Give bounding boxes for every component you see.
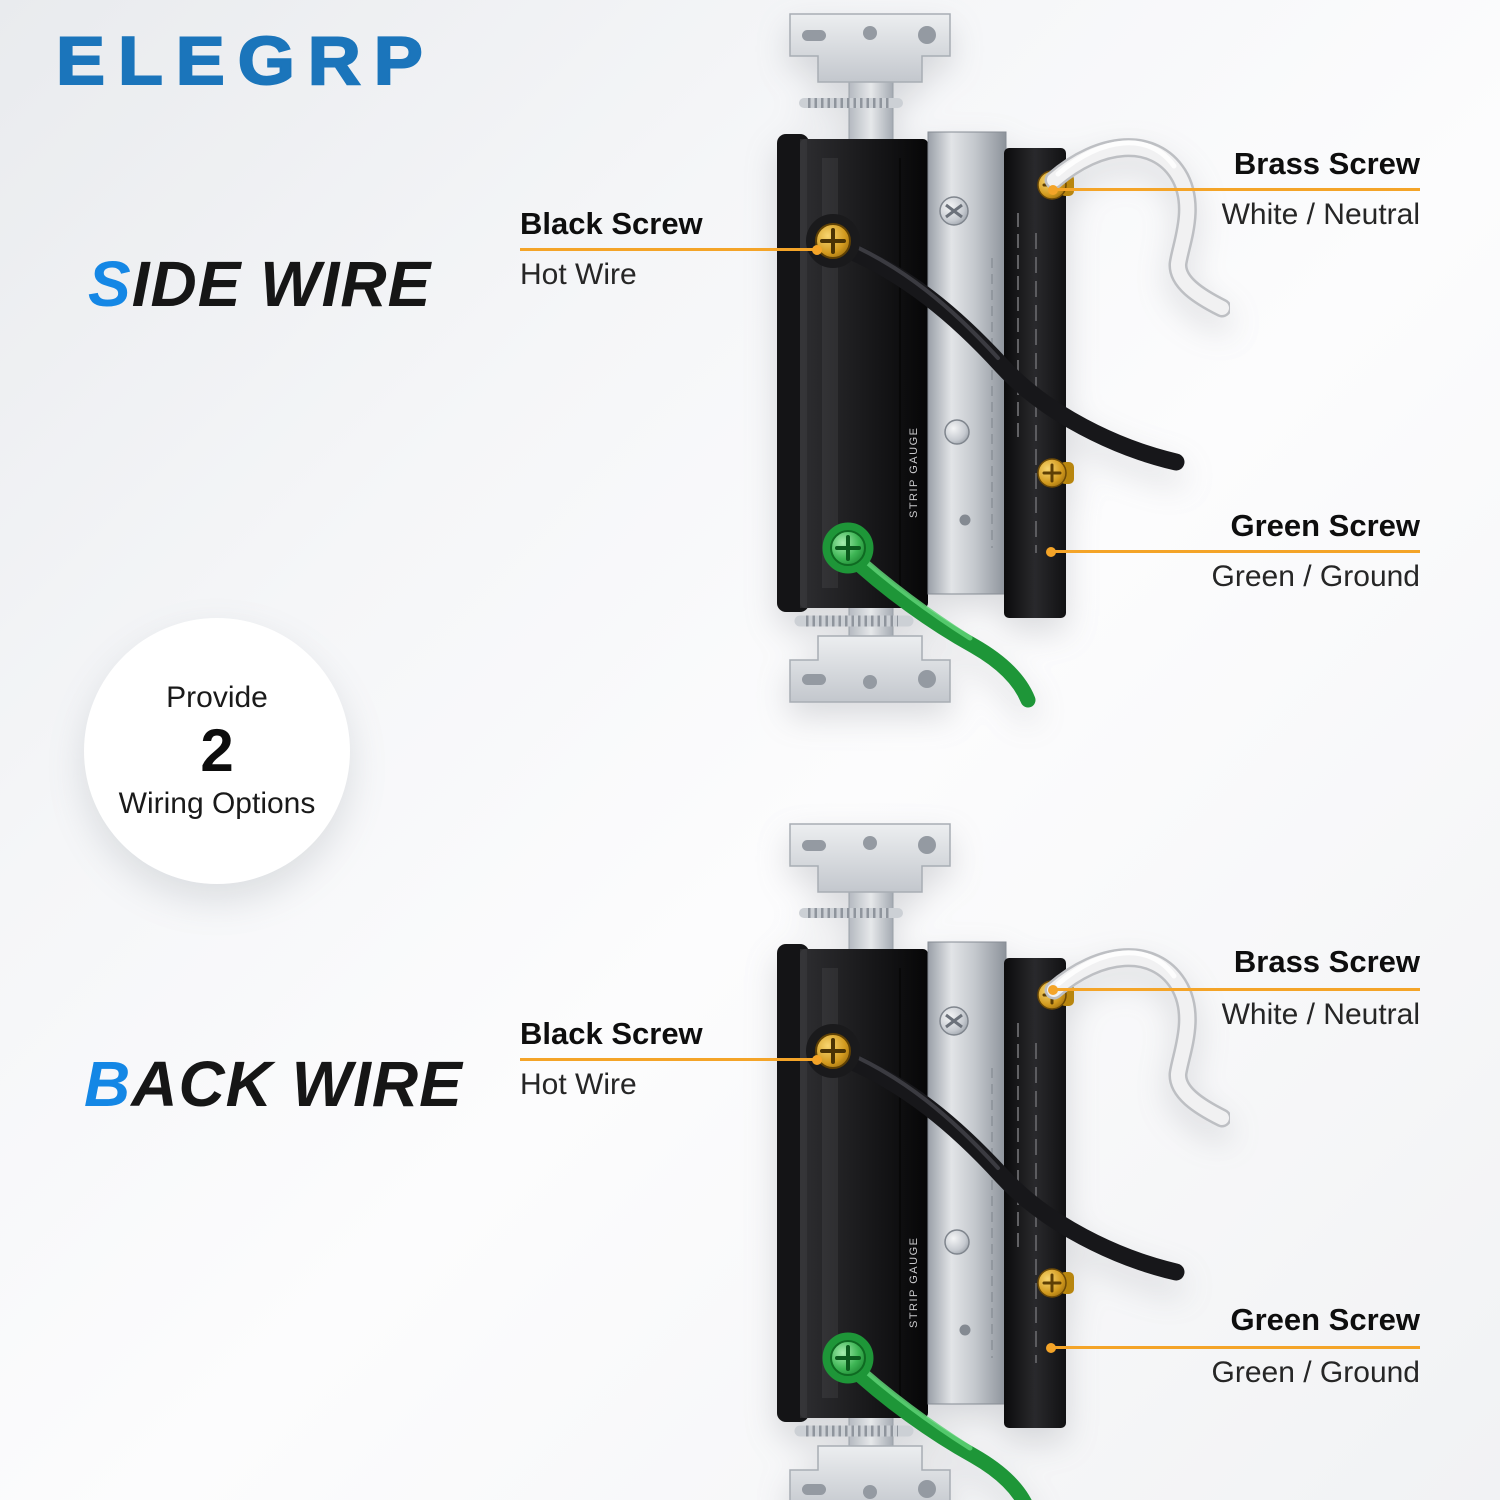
heading-rest: ACK WIRE: [131, 1048, 463, 1120]
callout-subtitle-brass-screw: White / Neutral: [1221, 998, 1420, 1031]
heading-lead-letter: B: [84, 1048, 132, 1120]
callout-line-brass-screw: [1048, 984, 1420, 995]
callout-title-green-screw: Green Screw: [1230, 508, 1420, 543]
brand-logo: ELEGRP: [55, 22, 436, 100]
callout-line-green-screw: [1046, 546, 1420, 557]
badge-number: 2: [200, 717, 234, 784]
callout-dot: [1046, 546, 1056, 557]
callout-title-black-screw: Black Screw: [520, 1016, 703, 1051]
callout-dot: [812, 1054, 822, 1065]
badge-line-wiring-options: Wiring Options: [118, 787, 316, 820]
callout-line-black-screw: [520, 1054, 822, 1065]
callout-line-black-screw: [520, 244, 822, 255]
callout-dot: [1046, 1342, 1056, 1353]
callout-title-brass-screw: Brass Screw: [1233, 146, 1420, 181]
callout-line-green-screw: [1046, 1342, 1420, 1353]
callout-subtitle-black-screw: Hot Wire: [520, 1068, 637, 1101]
callout-title-green-screw: Green Screw: [1230, 1302, 1420, 1337]
callout-subtitle-green-screw: Green / Ground: [1211, 560, 1420, 593]
callout-title-brass-screw: Brass Screw: [1233, 944, 1420, 979]
callout-dot: [1048, 984, 1058, 995]
callout-subtitle-brass-screw: White / Neutral: [1221, 198, 1420, 231]
heading-side-wire: SIDE WIRE: [88, 252, 431, 316]
heading-rest: IDE WIRE: [131, 248, 432, 320]
callout-line-brass-screw: [1048, 184, 1420, 195]
callout-title-black-screw: Black Screw: [520, 206, 703, 241]
switch-illustration-back-wire: [730, 818, 1230, 1500]
callout-dot: [1048, 184, 1058, 195]
heading-lead-letter: S: [88, 248, 132, 320]
badge-line-provide: Provide: [166, 681, 268, 714]
callout-dot: [812, 244, 822, 255]
wiring-options-badge: Provide 2 Wiring Options: [84, 618, 350, 884]
callout-subtitle-black-screw: Hot Wire: [520, 258, 637, 291]
heading-back-wire: BACK WIRE: [84, 1052, 463, 1116]
callout-subtitle-green-screw: Green / Ground: [1211, 1356, 1420, 1389]
switch-illustration-side-wire: [730, 8, 1230, 708]
